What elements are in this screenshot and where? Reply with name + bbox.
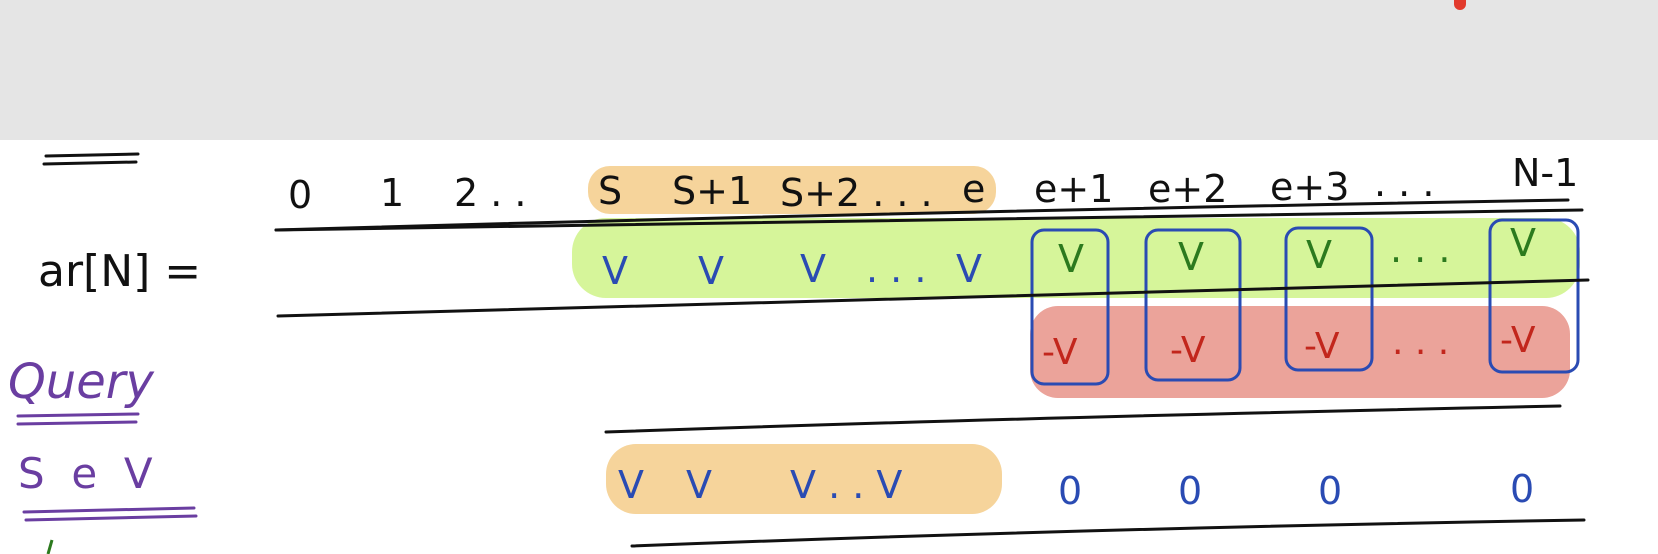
result-cell: V — [618, 463, 644, 507]
index-label-e+1: e+1 — [1034, 167, 1113, 211]
result-range-highlight — [606, 444, 1002, 514]
negation-cell: -V — [1170, 330, 1206, 371]
negation-cell: -V — [1042, 332, 1078, 373]
query-title-underline — [16, 412, 140, 426]
index-baseline — [274, 198, 1570, 232]
result-zero: 0 — [1058, 469, 1082, 513]
negation-ellipsis: . . . — [1392, 322, 1449, 363]
update-cell: V — [800, 247, 826, 291]
update-ellipsis: . . . — [1390, 227, 1450, 271]
index-label-n-1: N-1 — [1512, 151, 1578, 195]
index-labels: 0 1 2 . . S S+1 S+2 . . . e e+1 e+2 e+3 … — [288, 151, 1578, 217]
heading-underline — [42, 152, 140, 166]
update-cell: V — [1510, 221, 1536, 265]
column-boxes — [1030, 218, 1580, 386]
update-cell: V — [1306, 233, 1332, 277]
column-box-e+3 — [1284, 226, 1374, 372]
result-cell: V . . V — [790, 463, 902, 507]
result-bottom-line — [630, 518, 1586, 548]
negation-row: -V -V -V . . . -V — [1042, 320, 1536, 373]
negation-cell: -V — [1500, 320, 1536, 361]
index-label-ellipsis: . . . — [1374, 161, 1434, 205]
query-params: S e V — [18, 449, 153, 498]
top-toolbar-area — [0, 0, 1658, 140]
result-row: V V V . . V 0 0 0 0 — [618, 463, 1534, 513]
result-top-line — [604, 404, 1562, 434]
query-title: Query — [8, 354, 154, 410]
update-cell: V — [1178, 235, 1204, 279]
column-box-e+2 — [1144, 228, 1242, 382]
index-label-s+1: S+1 — [672, 169, 752, 213]
update-cell: V — [698, 249, 724, 293]
query-params-underline — [22, 506, 198, 522]
row-lines — [274, 198, 1590, 548]
negation-row-highlight — [1030, 306, 1570, 398]
index-label-s: S — [598, 169, 622, 213]
index-label-e+3: e+3 — [1270, 165, 1349, 209]
negation-cell: -V — [1304, 326, 1340, 367]
update-row: V V V . . . V V V V . . . V — [602, 221, 1536, 293]
update-cell: V — [1058, 237, 1084, 281]
column-box-n-1 — [1488, 218, 1580, 374]
update-cell: V — [602, 249, 628, 293]
index-label-e+2: e+2 — [1148, 167, 1227, 211]
array-top-line — [274, 208, 1584, 232]
update-cell: V — [956, 247, 982, 291]
update-row-highlight — [572, 218, 1580, 298]
array-bottom-line — [276, 278, 1590, 318]
result-zero: 0 — [1318, 469, 1342, 513]
index-label-e: e — [962, 167, 985, 211]
column-box-e+1 — [1030, 228, 1110, 386]
index-label-2: 2 . . — [454, 171, 527, 215]
index-label-s+2: S+2 . . . — [780, 171, 933, 215]
result-cell: V — [686, 463, 712, 507]
result-zero: 0 — [1510, 467, 1534, 511]
result-zero: 0 — [1178, 469, 1202, 513]
range-s-to-e-highlight — [588, 166, 996, 214]
update-ellipsis: . . . — [866, 247, 926, 291]
index-label-0: 0 — [288, 173, 312, 217]
green-ink-mark — [46, 539, 54, 554]
index-label-1: 1 — [380, 171, 404, 215]
array-label: ar[N] = — [38, 246, 201, 297]
red-pointer-dot — [1454, 0, 1466, 10]
